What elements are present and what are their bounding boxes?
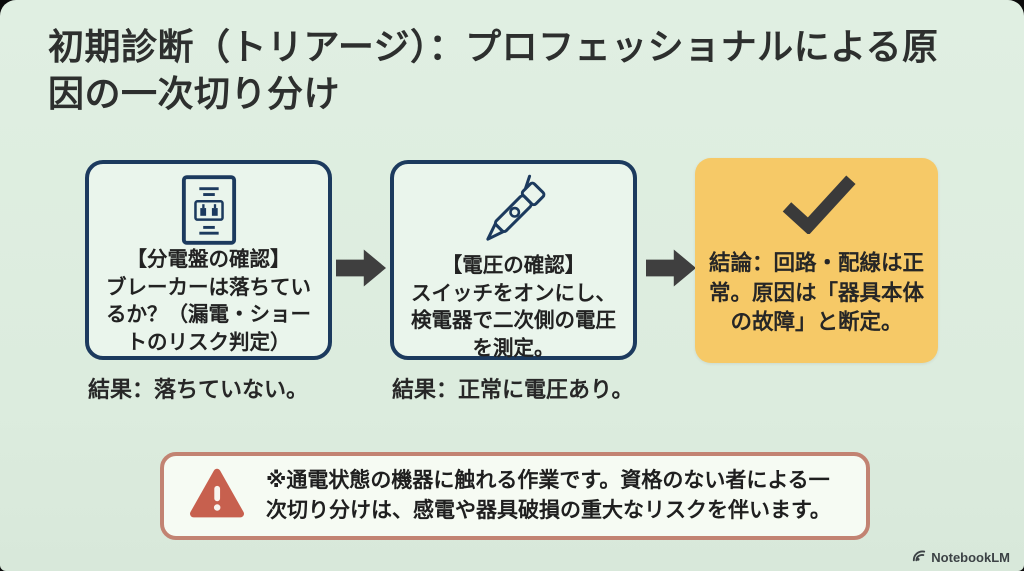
- result-label-breaker: 結果：落ちていない。: [88, 377, 309, 402]
- flow-arrow-icon: [336, 249, 386, 287]
- step-box-voltage-check: 【電圧の確認】 スイッチをオンにし、検電器で二次側の電圧を測定。: [390, 160, 637, 360]
- warning-text: ※通電状態の機器に触れる作業です。資格のない者による一次切り分けは、感電や器具破…: [266, 469, 831, 522]
- step-box-breaker-check: 【分電盤の確認】 ブレーカーは落ちているか？（漏電・ショートのリスク判定）: [85, 160, 332, 360]
- conclusion-text: 結論：回路・配線は正常。原因は「器具本体の故障」と断定。: [708, 251, 924, 335]
- watermark-label: NotebookLM: [931, 549, 1010, 565]
- step-body: スイッチをオンにし、検電器で二次側の電圧を測定。: [411, 281, 616, 361]
- voltage-tester-icon: [475, 174, 553, 252]
- slide-title: 初期診断（トリアージ）：プロフェッショナルによる原因の一次切り分け: [48, 26, 939, 114]
- watermark: NotebookLM: [912, 549, 1010, 565]
- warning-triangle-icon: [188, 467, 246, 526]
- check-icon: [773, 172, 861, 239]
- step-body: ブレーカーは落ちているか？（漏電・ショートのリスク判定）: [106, 275, 311, 355]
- conclusion-box: 結論：回路・配線は正常。原因は「器具本体の故障」と断定。: [695, 158, 938, 363]
- step-heading: 【分電盤の確認】: [126, 248, 291, 271]
- warning-banner: ※通電状態の機器に触れる作業です。資格のない者による一次切り分けは、感電や器具破…: [160, 452, 870, 540]
- distribution-board-icon: [180, 174, 238, 246]
- notebooklm-logo-icon: [912, 549, 926, 565]
- result-label-voltage: 結果：正常に電圧あり。: [392, 377, 634, 402]
- flow-arrow-icon: [646, 249, 696, 287]
- step-heading: 【電圧の確認】: [441, 254, 586, 277]
